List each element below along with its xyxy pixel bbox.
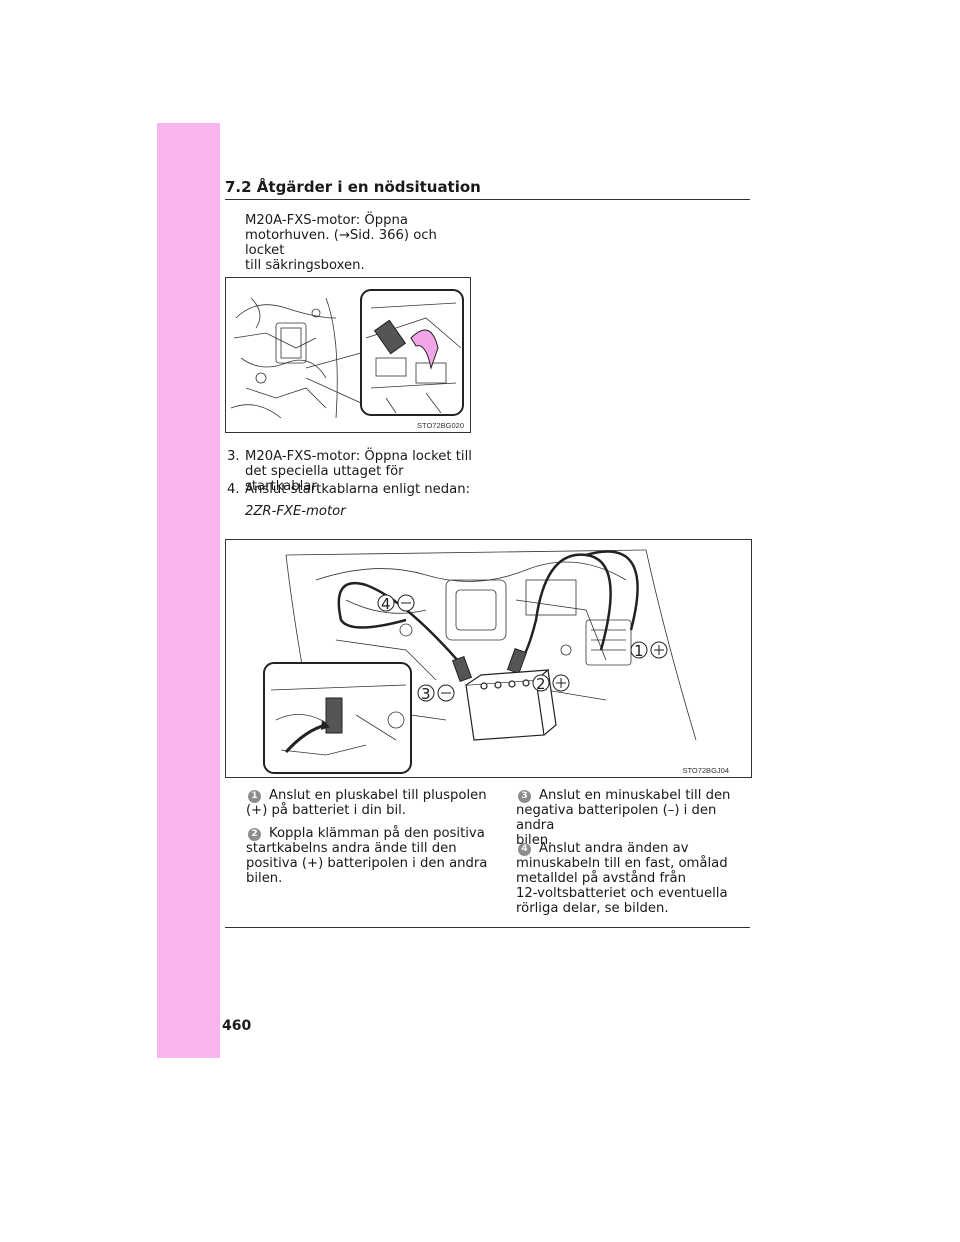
instruction-text: startkabelns andra ände till den [246, 841, 457, 856]
instruction-text: Anslut en pluskabel till pluspolen [269, 788, 487, 803]
engine-subheading: 2ZR-FXE-motor [245, 504, 346, 519]
instruction-text: rörliga delar, se bilden. [516, 901, 669, 916]
step-badge-icon: 1 [248, 790, 261, 803]
instruction-3: 3 Anslut en minuskabel till den negativa … [516, 788, 758, 848]
fuse-box-figure: STO72BG020 [225, 277, 471, 433]
instruction-2: 2 Koppla klämman på den positiva startkab… [246, 826, 488, 886]
step-badge-icon: 4 [518, 843, 531, 856]
step-text: det speciella uttaget för startkablar. [245, 464, 404, 494]
instruction-text: Koppla klämman på den positiva [269, 826, 485, 841]
instruction-1: 1 Anslut en pluskabel till pluspolen (+) … [246, 788, 488, 818]
step-badge-icon: 2 [248, 828, 261, 841]
instruction-text: bilen. [246, 871, 283, 886]
footer-rule [225, 927, 750, 928]
instruction-text: metalldel på avstånd från [516, 871, 686, 886]
intro-line: motorhuven. (→Sid. 366) och locket [245, 228, 437, 258]
instruction-text: negativa batteripolen (–) i den andra [516, 803, 717, 833]
callout-number: 3 [421, 685, 431, 703]
step-number: 3. [227, 449, 240, 464]
step-3: 3. M20A-FXS-motor: Öppna locket till det … [227, 449, 472, 494]
figure-code: STO72BGJ04 [682, 766, 729, 775]
step-4: 4. Anslut startkablarna enligt nedan: [227, 482, 472, 497]
intro-line: M20A-FXS-motor: Öppna [245, 213, 408, 228]
instruction-text: positiva (+) batteripolen i den andra [246, 856, 488, 871]
step-number: 4. [227, 482, 240, 497]
fuse-box-illustration [226, 278, 470, 432]
callout-number: 1 [634, 642, 644, 660]
step-badge-icon: 3 [518, 790, 531, 803]
callout-number: 4 [381, 595, 391, 613]
instruction-text: minuskabeln till en fast, omålad [516, 856, 728, 871]
instruction-text: (+) på batteriet i din bil. [246, 803, 406, 818]
instruction-4: 4 Anslut andra änden av minuskabeln till … [516, 841, 758, 916]
step-text: M20A-FXS-motor: Öppna locket till [245, 449, 472, 464]
chapter-sidebar-tab [157, 123, 220, 1058]
intro-paragraph: M20A-FXS-motor: Öppna motorhuven. (→Sid.… [245, 213, 475, 273]
callout-number: 2 [536, 675, 546, 693]
intro-line: till säkringsboxen. [245, 258, 365, 273]
page-number: 460 [222, 1018, 252, 1034]
step-text: Anslut startkablarna enligt nedan: [245, 482, 471, 497]
instruction-text: 12-voltsbatteriet och eventuella [516, 886, 728, 901]
jump-start-figure: 4 3 2 1 STO72BGJ04 [225, 539, 752, 778]
figure-code: STO72BG020 [417, 421, 464, 430]
instruction-text: Anslut andra änden av [539, 841, 689, 856]
jump-start-illustration: 4 3 2 1 [226, 540, 751, 777]
header-rule [225, 199, 750, 200]
instruction-text: Anslut en minuskabel till den [539, 788, 731, 803]
section-header: 7.2 Åtgärder i en nödsituation [225, 178, 481, 196]
